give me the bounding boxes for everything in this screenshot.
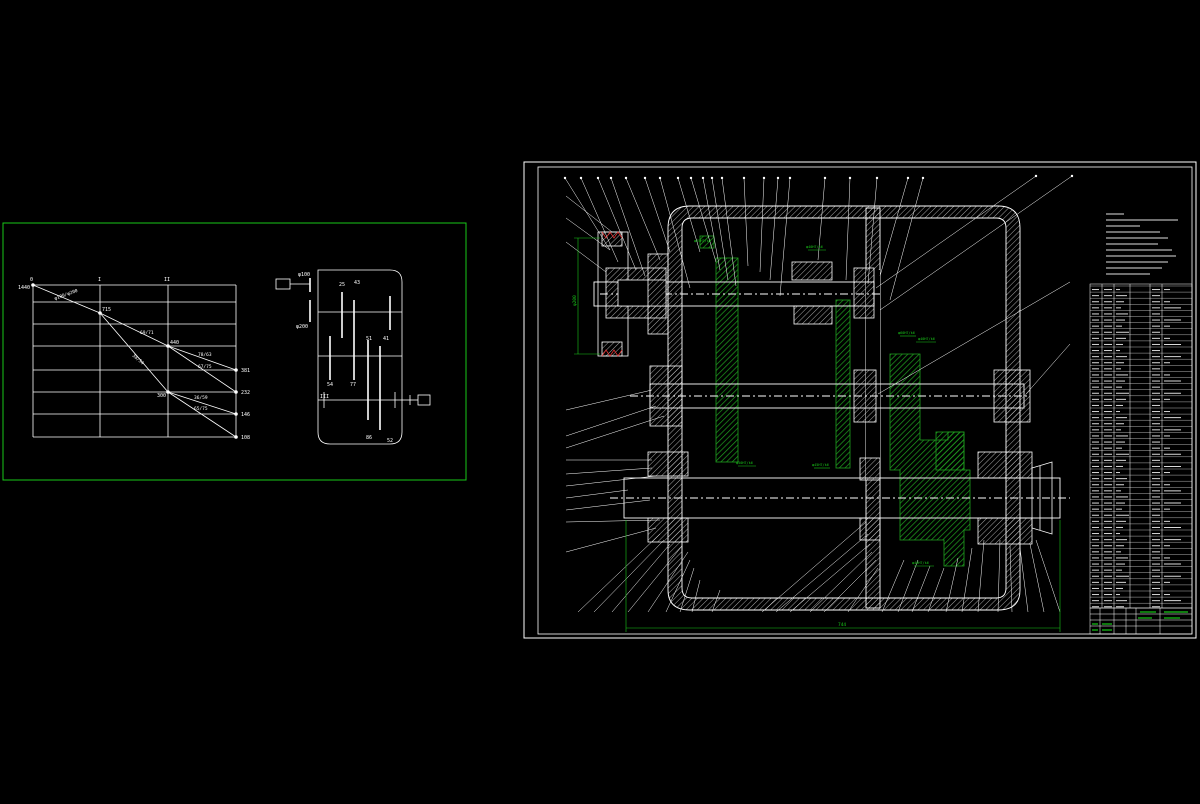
kinematic-scheme xyxy=(275,269,431,445)
pulley-bottom-label: φ200 xyxy=(296,324,308,330)
leader-lines xyxy=(564,175,1073,613)
bearings xyxy=(647,253,1033,545)
overall-dimension: 744 xyxy=(838,622,846,628)
node-label-715: 715 xyxy=(102,307,111,313)
gear-label-7: 52 xyxy=(387,438,393,444)
fit-label-5: φ40H7/k6 xyxy=(912,561,929,565)
speed-chart-nodes xyxy=(31,283,238,439)
right-sheet: 744 φ200 φ40H7/k6 φ35H7/k6 φ40H7/k6 φ50H… xyxy=(523,161,1197,639)
gear-label-2: 54 xyxy=(327,382,333,388)
ratio-label-4: 67/75 xyxy=(198,364,212,370)
leader-dots xyxy=(563,174,1074,180)
gear-label-3: 77 xyxy=(350,382,356,388)
pulley-top-label: φ100 xyxy=(298,272,310,278)
title-block xyxy=(1089,607,1193,635)
parts-list-cells xyxy=(1092,289,1181,608)
gear-label-0: 25 xyxy=(339,282,345,288)
node-label-300: 300 xyxy=(157,393,166,399)
title-block-fields xyxy=(1092,611,1188,631)
shaft-label-0: 0 xyxy=(30,277,33,283)
ratio-label-6: 65/75 xyxy=(194,406,208,412)
dimension-lines xyxy=(574,237,1061,632)
fit-label-4: φ45H7/k6 xyxy=(812,463,829,467)
fit-label-3: φ50H7/k6 xyxy=(736,461,753,465)
speed-chart xyxy=(32,284,237,438)
left-sheet-frame xyxy=(2,222,467,481)
ratio-label-2: 38/54 xyxy=(131,353,145,366)
output-speed-0: 381 xyxy=(241,368,250,374)
output-flange xyxy=(1031,461,1053,535)
gear-label-6: 86 xyxy=(366,435,372,441)
output-speed-1: 232 xyxy=(241,390,250,396)
shaft-label-1: I xyxy=(98,277,101,283)
shaft-label-2: II xyxy=(164,277,170,283)
ratio-label-1: 69/71 xyxy=(140,330,154,336)
ratio-label-3: 78/63 xyxy=(198,352,212,358)
shaft-roman-label: III xyxy=(320,394,329,400)
fit-label-2: φ40H7/k6 xyxy=(918,337,935,341)
parts-list-rows xyxy=(1090,285,1192,604)
output-speed-2: 146 xyxy=(241,412,250,418)
gear-label-4: 51 xyxy=(366,336,372,342)
input-speed-label: 1440 xyxy=(18,285,30,291)
fit-label-6: φ60H7/k6 xyxy=(898,331,915,335)
fit-label-1: φ35H7/k6 xyxy=(694,239,711,243)
right-sheet-outer-border xyxy=(523,161,1197,639)
left-sheet: 0 I II 1440 715 440 300 φ100/φ200 69/71 … xyxy=(2,222,467,481)
output-speed-3: 108 xyxy=(241,435,250,441)
ratio-label-5: 36/59 xyxy=(194,395,208,401)
technical-requirements xyxy=(1106,213,1178,275)
gear-label-1: 43 xyxy=(354,280,360,286)
gear-label-5: 41 xyxy=(383,336,389,342)
node-label-440: 440 xyxy=(170,340,179,346)
fit-label-0: φ40H7/k6 xyxy=(806,245,823,249)
pulley-dimension: φ200 xyxy=(572,295,578,306)
